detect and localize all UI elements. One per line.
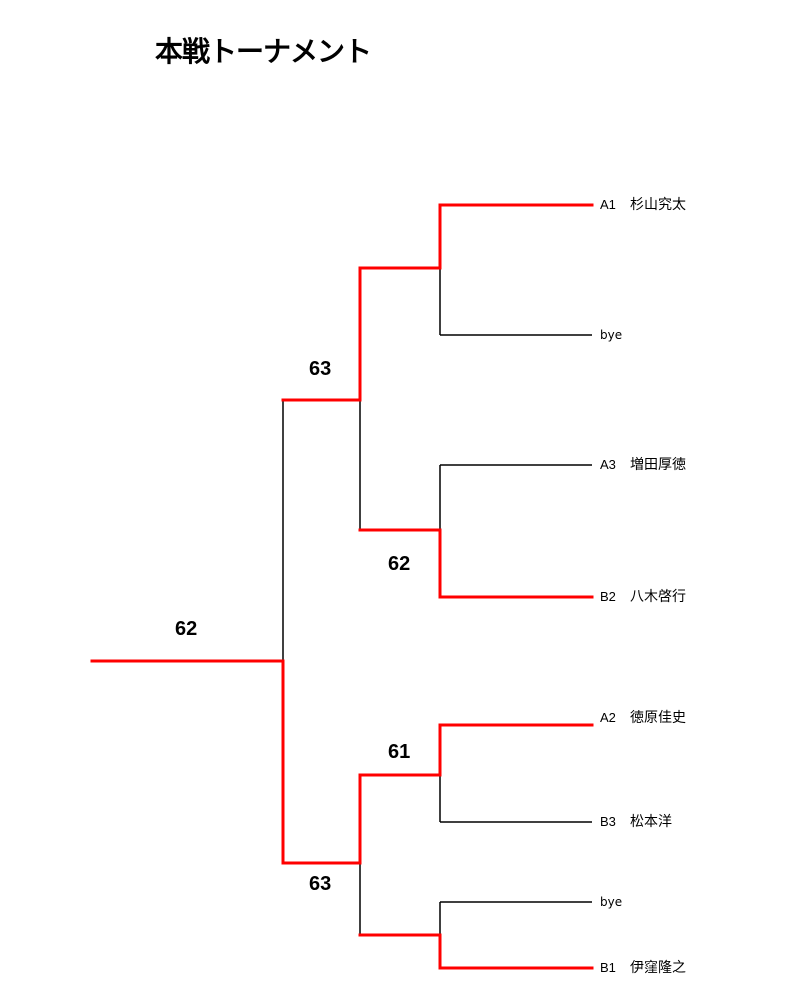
winner-path-a2 <box>90 659 594 865</box>
player-name: bye <box>600 895 623 909</box>
score-qf-3: 61 <box>388 741 411 763</box>
loser-lines <box>282 268 592 935</box>
seed: B2 <box>600 589 616 604</box>
winner-path-b1 <box>358 933 594 970</box>
score-final: 62 <box>175 618 198 640</box>
entry: B1 伊窪隆之 <box>600 960 686 977</box>
score-semi-top: 63 <box>309 358 332 380</box>
seed: B1 <box>600 960 616 975</box>
player-name: 松本洋 <box>630 814 672 830</box>
seed: A3 <box>600 457 616 472</box>
player-name: 八木啓行 <box>630 589 686 605</box>
score-qf-2: 62 <box>388 553 411 575</box>
entry: B2 八木啓行 <box>600 589 686 606</box>
player-name: 徳原佳史 <box>630 710 686 726</box>
seed: B3 <box>600 814 616 829</box>
entry: B3 松本洋 <box>600 814 672 831</box>
page-title: 本戦トーナメント <box>155 35 372 68</box>
player-name: 杉山究太 <box>630 197 686 213</box>
entry: A1 杉山究太 <box>600 197 686 214</box>
score-semi-bottom: 63 <box>309 873 332 895</box>
seed: A1 <box>600 197 616 212</box>
seed: A2 <box>600 710 616 725</box>
player-name: 伊窪隆之 <box>630 960 686 976</box>
winner-lines <box>90 203 594 970</box>
winner-path-b2 <box>358 528 594 599</box>
entry: A3 増田厚徳 <box>600 457 686 474</box>
entry: A2 徳原佳史 <box>600 710 686 727</box>
entry: bye <box>600 327 622 344</box>
winner-path-a1 <box>281 203 594 402</box>
player-name: 増田厚徳 <box>630 457 686 473</box>
player-name: bye <box>600 328 623 342</box>
entry: bye <box>600 894 622 911</box>
